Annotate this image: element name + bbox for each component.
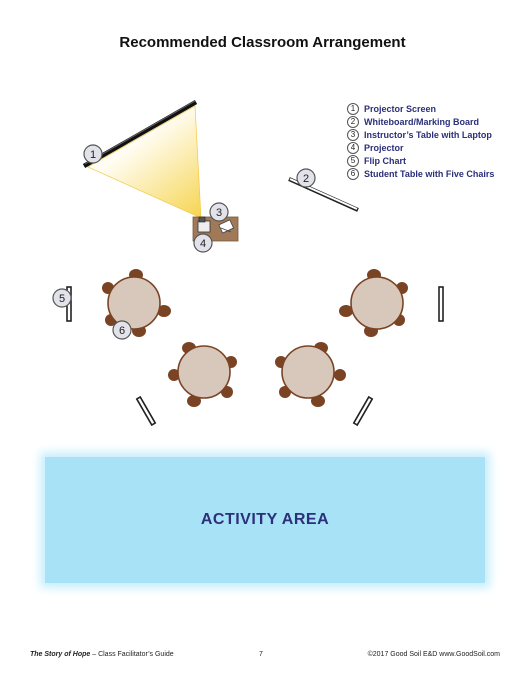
projector-icon [197,216,211,233]
legend-item-projector-screen: 1 Projector Screen [347,102,519,115]
flip-chart-right [438,286,444,322]
svg-text:4: 4 [200,238,206,250]
flip-chart-bottom-left [135,395,157,427]
callout-3: 3 [209,202,229,222]
legend-number: 4 [347,141,359,154]
legend-label: Projector Screen [364,103,437,114]
student-table [339,269,408,337]
student-table [168,342,237,407]
legend: 1 Projector Screen 2 Whiteboard/Marking … [347,102,519,180]
svg-text:1: 1 [90,149,96,161]
legend-number: 5 [347,154,359,167]
svg-text:6: 6 [119,325,125,337]
projector-screen [82,100,198,168]
legend-item-projector: 4 Projector [347,141,519,154]
activity-area-label: ACTIVITY AREA [200,511,330,528]
page-title: Recommended Classroom Arrangement [119,34,406,51]
laptop-icon [218,219,235,234]
projection-beam [87,105,202,219]
footer-guide-name: – Class Facilitator’s Guide [90,651,174,658]
student-table [102,269,171,337]
legend-number: 6 [347,167,359,180]
footer-guide-title: The Story of Hope – Class Facilitator’s … [30,651,174,658]
legend-item-whiteboard: 2 Whiteboard/Marking Board [347,115,519,128]
callout-1: 1 [83,144,103,164]
svg-text:2: 2 [303,173,309,185]
legend-number: 3 [347,128,359,141]
legend-item-student-table: 6 Student Table with Five Chairs [347,167,519,180]
page-number: 7 [259,651,263,658]
activity-area: ACTIVITY AREA [45,457,485,583]
legend-number: 1 [347,102,359,115]
legend-item-instructor-table: 3 Instructor’s Table with Laptop [347,128,519,141]
callout-6: 6 [112,320,132,340]
callout-5: 5 [52,288,72,308]
legend-label: Whiteboard/Marking Board [364,116,480,127]
footer-book-title: The Story of Hope [30,651,91,658]
svg-text:5: 5 [59,293,65,305]
legend-label: Student Table with Five Chairs [364,168,495,179]
callout-4: 4 [193,233,213,253]
svg-text:3: 3 [216,207,222,219]
legend-label: Instructor’s Table with Laptop [364,129,492,140]
footer: The Story of Hope – Class Facilitator’s … [30,651,500,663]
flip-chart-bottom-right [352,395,374,427]
callout-2: 2 [296,168,316,188]
legend-item-flip-chart: 5 Flip Chart [347,154,519,167]
legend-label: Projector [364,142,404,153]
footer-copyright: ©2017 Good Soil E&D www.GoodSoil.com [367,651,500,658]
legend-label: Flip Chart [364,155,406,166]
legend-number: 2 [347,115,359,128]
student-table [275,342,346,407]
